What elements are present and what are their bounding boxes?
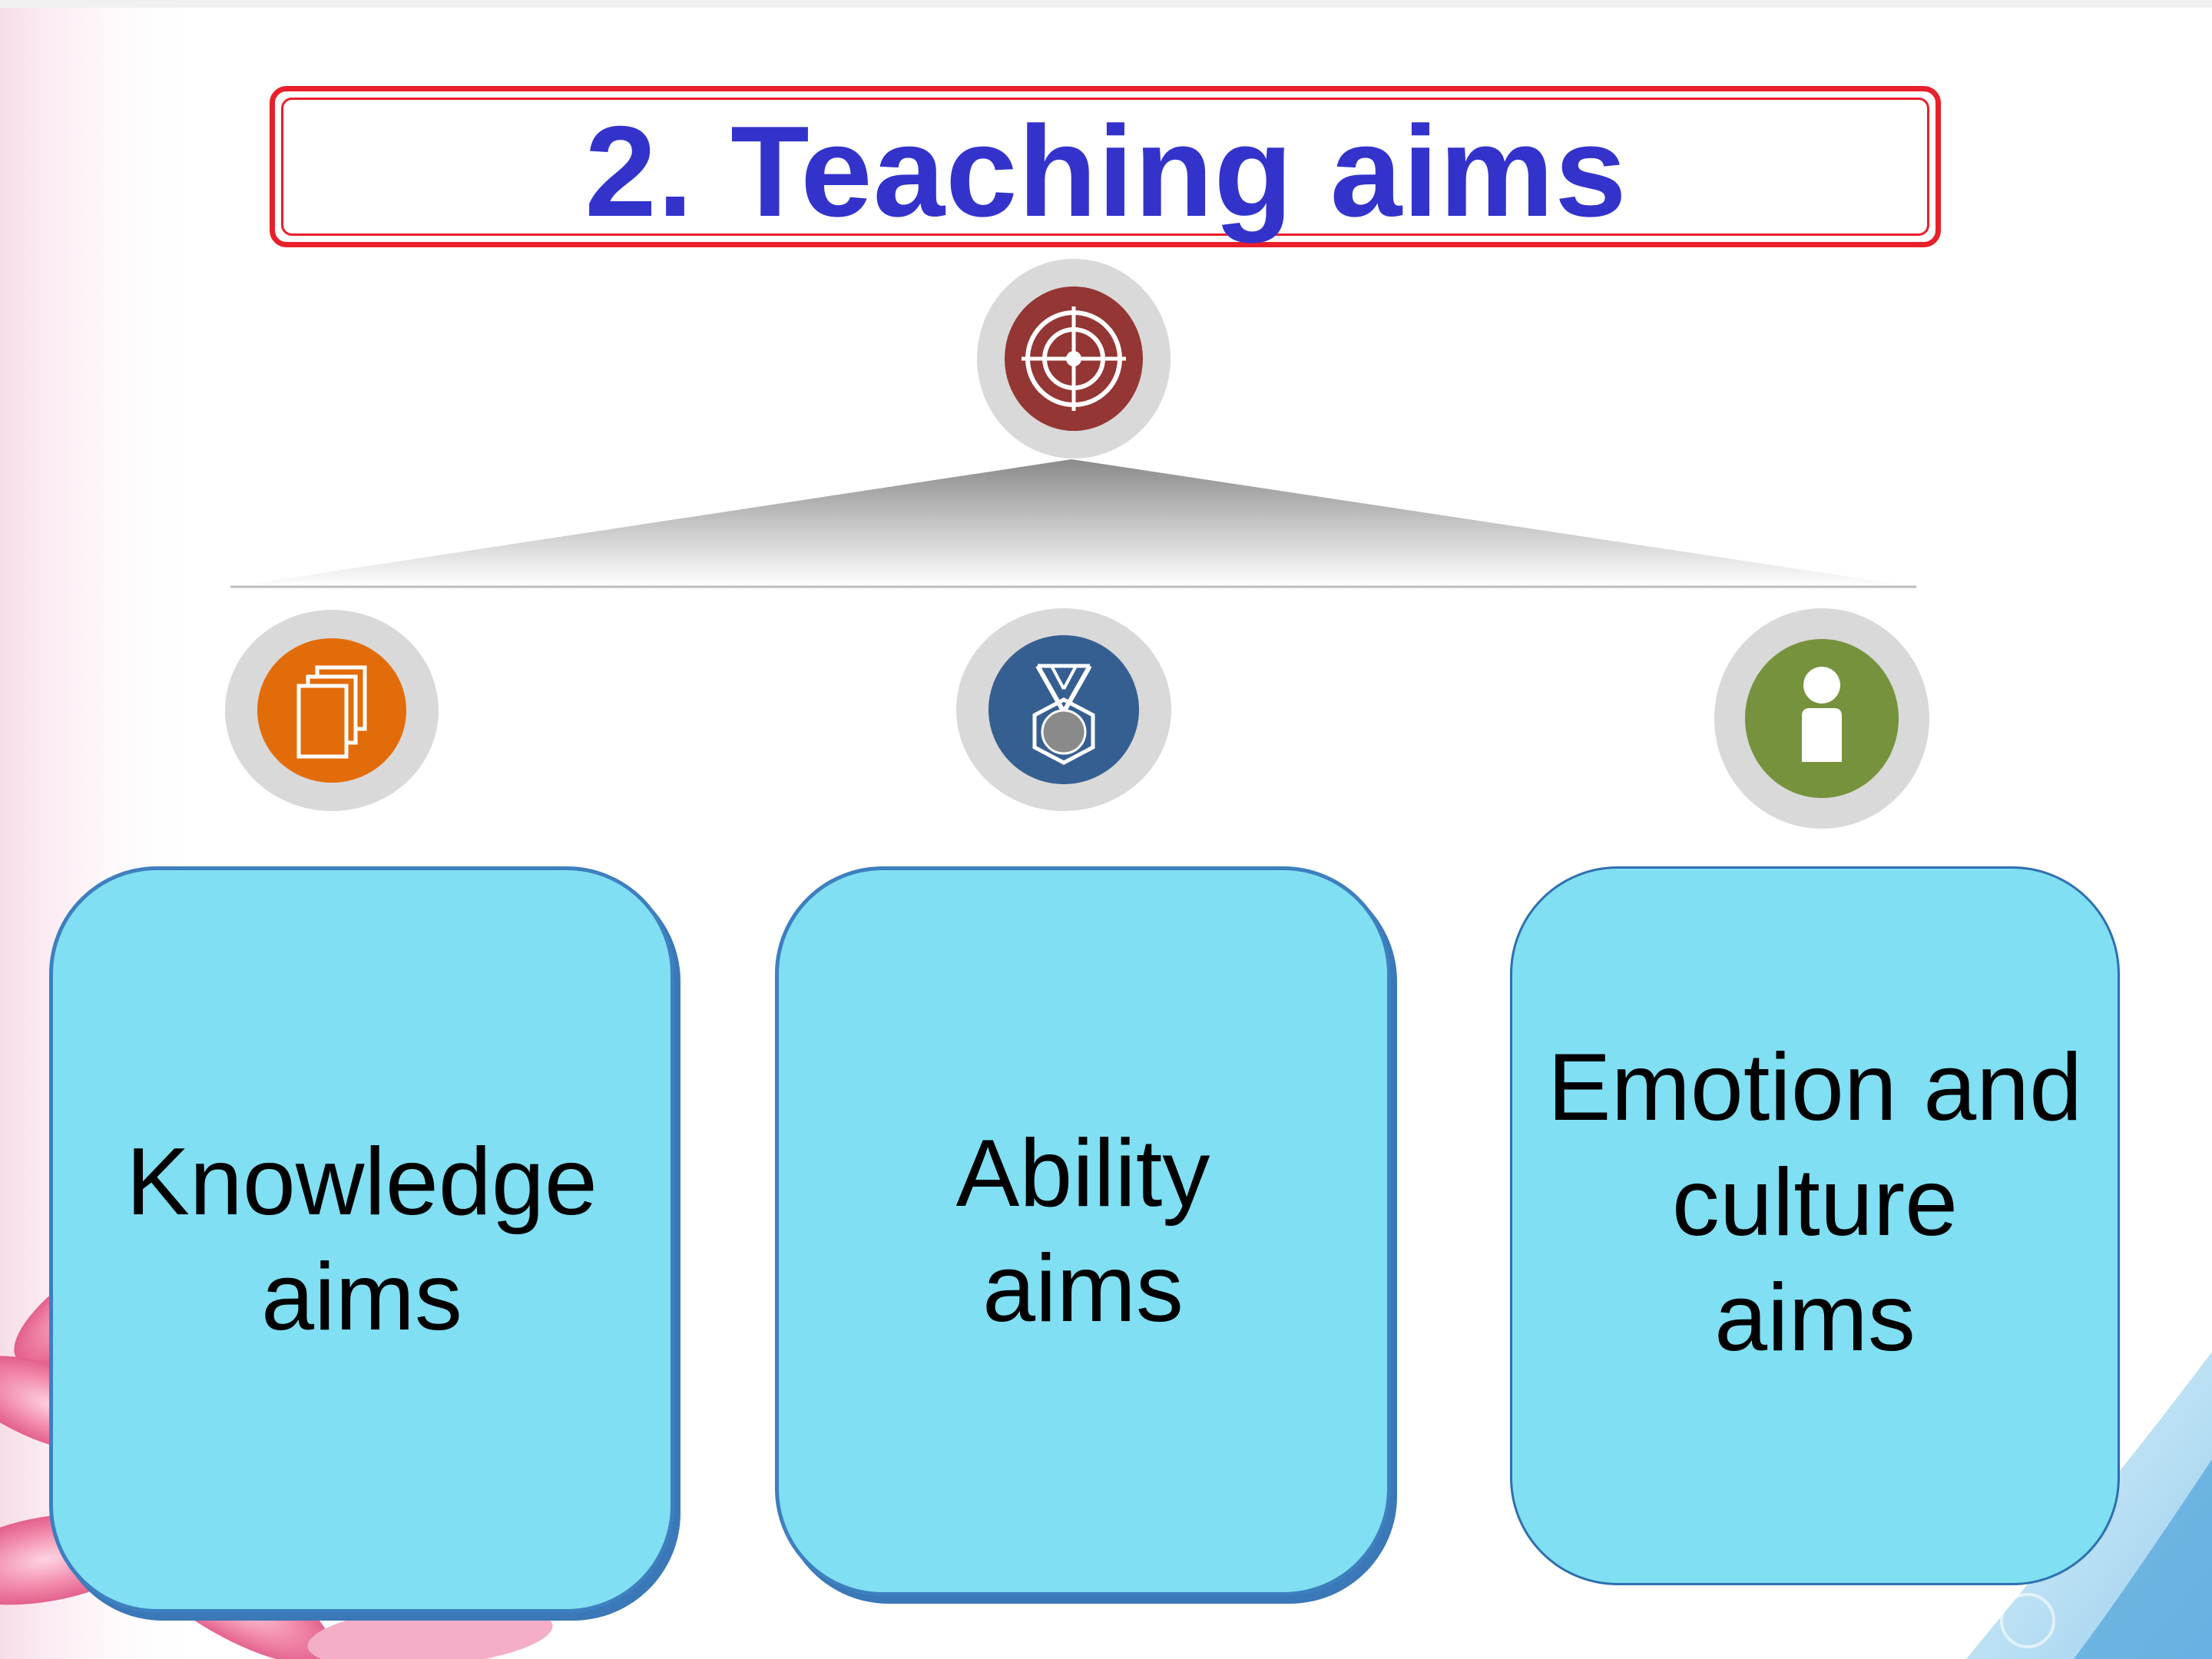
- root-node: [977, 259, 1171, 459]
- emotion-culture-aims-box: Emotion and culture aims: [1510, 866, 2120, 1585]
- knowledge-aims-box: Knowledge aims: [49, 866, 674, 1613]
- ability-aims-label: Ability aims: [955, 1121, 1210, 1342]
- title-frame: [270, 86, 1941, 247]
- knowledge-node: [225, 610, 439, 811]
- title-frame-inner: [281, 98, 1929, 236]
- ability-aims-box: Ability aims: [775, 866, 1391, 1596]
- ability-node: [956, 608, 1171, 811]
- medal-icon: [988, 635, 1139, 784]
- person-info-icon: [1745, 639, 1899, 798]
- documents-icon: [257, 638, 406, 783]
- slide-title: 2. Teaching aims: [584, 99, 1628, 243]
- knowledge-aims-label: Knowledge aims: [126, 1129, 598, 1350]
- emotion-culture-aims-label: Emotion and culture aims: [1547, 1035, 2083, 1371]
- emotion-node: [1714, 608, 1929, 829]
- target-icon: [1005, 286, 1143, 431]
